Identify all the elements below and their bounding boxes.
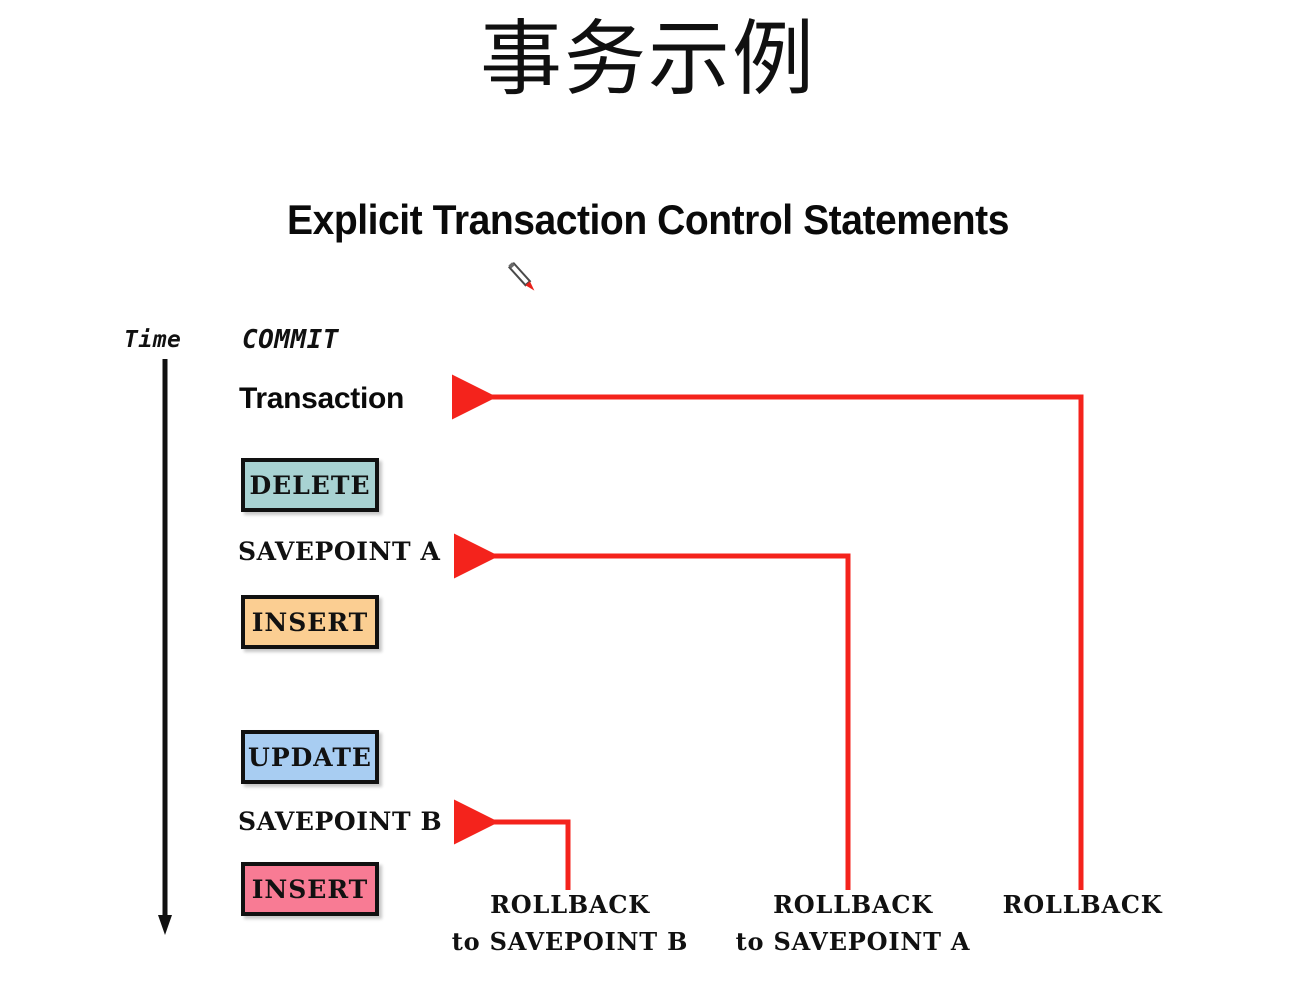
statement-box-delete-label: DELETE [249,470,371,500]
statement-box-update: UPDATE [241,730,379,784]
slide-title-english: Explicit Transaction Control Statements [287,196,1009,243]
rollback-caption-savepoint-a: ROLLBACK to SAVEPOINT A [723,890,983,956]
rollback-arrow-savepoint-a [454,533,851,890]
statement-box-insert-2: INSERT [241,862,379,916]
statement-box-insert-1-label: INSERT [251,607,369,637]
rollback-caption-savepoint-b-line2: to SAVEPOINT B [451,927,689,956]
commit-label: COMMIT [242,325,339,355]
statement-box-insert-1: INSERT [241,595,379,649]
savepoint-a-label: SAVEPOINT A [238,537,441,566]
transaction-label: Transaction [239,382,405,415]
rollback-caption-transaction: ROLLBACK [970,890,1195,919]
statement-box-insert-2-label: INSERT [251,874,369,904]
rollback-arrow-savepoint-b [454,799,571,890]
time-axis-label: Time [124,327,182,353]
rollback-caption-savepoint-a-line1: ROLLBACK [773,890,933,919]
rollback-caption-savepoint-a-line2: to SAVEPOINT A [735,927,971,956]
statement-box-update-label: UPDATE [248,742,372,772]
slide-title-cjk: 事务示例 [479,12,816,107]
pen-cursor-icon [500,255,546,301]
statement-box-delete: DELETE [241,458,379,512]
rollback-arrow-transaction [452,374,1084,890]
rollback-caption-savepoint-b-line1: ROLLBACK [490,890,650,919]
rollback-caption-transaction-line1: ROLLBACK [1002,890,1163,919]
savepoint-b-label: SAVEPOINT B [238,807,443,836]
rollback-caption-savepoint-b: ROLLBACK to SAVEPOINT B [440,890,700,956]
time-axis-arrow [150,355,184,940]
